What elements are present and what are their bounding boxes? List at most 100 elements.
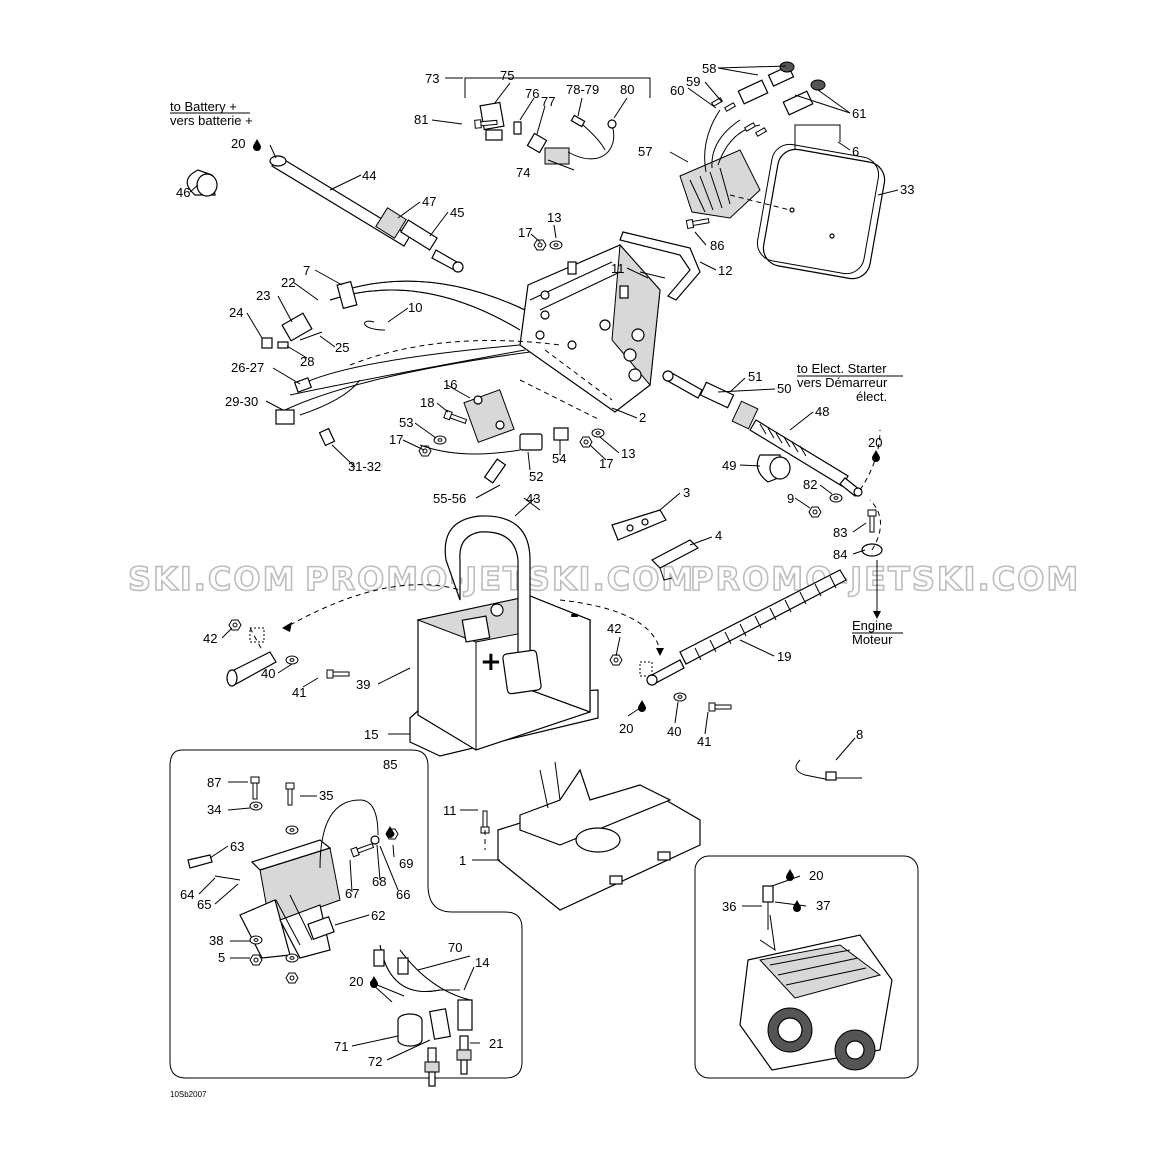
wiring-harness	[261, 280, 561, 447]
engine-inset-frame	[694, 855, 919, 1079]
spark-plug-wires	[373, 944, 473, 1040]
part-label: 11	[443, 803, 457, 818]
oil-drop-icon	[872, 450, 880, 462]
part-label: 86	[710, 238, 724, 253]
part-label: 82	[803, 477, 817, 492]
part-label: 84	[833, 547, 847, 562]
part-label: 50	[777, 381, 791, 396]
part-label: 26-27	[231, 360, 264, 375]
part-label: 17	[518, 225, 532, 240]
part-label: 23	[256, 288, 270, 303]
engine-ground-cable	[646, 499, 883, 686]
part-label: 71	[334, 1039, 348, 1054]
part-label: 35	[319, 788, 333, 803]
part-label: 55-56	[433, 491, 466, 506]
part-label: 7	[303, 263, 310, 278]
part-label: 22	[281, 275, 295, 290]
watermark-text: PROMO-JETSKI.COM	[305, 560, 695, 598]
to-battery-en: to Battery +	[170, 99, 237, 114]
part-label: 57	[638, 144, 652, 159]
part-label: 38	[209, 933, 223, 948]
part-label: 24	[229, 305, 243, 320]
boot-49	[756, 454, 791, 483]
to-starter-en: to Elect. Starter	[797, 361, 887, 376]
watermark-fragment: SKI.COM	[128, 560, 296, 598]
part-label: 20	[619, 721, 633, 736]
part-label: 85	[383, 757, 397, 772]
to-starter-fr: vers Démarreur	[797, 375, 888, 390]
part-label: 14	[475, 955, 489, 970]
part-label: 46	[176, 185, 190, 200]
engine-block	[739, 885, 893, 1071]
positive-battery-cable	[269, 155, 464, 273]
part-label: 17	[389, 432, 403, 447]
part-number-labels: 73 75 76 77 78-79 80 81 74 58 59 60 61 6…	[176, 61, 914, 1069]
part-label: 52	[529, 469, 543, 484]
part-label: 16	[443, 377, 457, 392]
part-label: 41	[292, 685, 306, 700]
part-label: 76	[525, 86, 539, 101]
starter-cable	[662, 370, 863, 497]
part-label: 51	[748, 369, 762, 384]
engine-en: Engine	[852, 618, 892, 633]
group-bracket-73	[464, 77, 651, 98]
part-label: 44	[362, 168, 376, 183]
battery: + -	[409, 515, 599, 757]
ignition-inset-frame	[169, 749, 523, 1079]
part-label: 59	[686, 74, 700, 89]
part-label: 75	[500, 68, 514, 83]
watermark: SKI.COM PROMO-JETSKI.COM PROMO-JETSKI.CO…	[127, 559, 1079, 599]
plug-cap-71	[397, 1013, 423, 1047]
part-label: 74	[516, 165, 530, 180]
battery-base	[497, 761, 701, 911]
part-label: 21	[489, 1036, 503, 1051]
part-label: 9	[787, 491, 794, 506]
part-label: 58	[702, 61, 716, 76]
clip-4	[650, 539, 700, 581]
voltage-regulator	[679, 61, 841, 219]
part-label: 28	[300, 354, 314, 369]
bracket-12	[619, 216, 710, 301]
part-label: 43	[526, 491, 540, 506]
part-label: 54	[552, 451, 566, 466]
part-label: 42	[203, 631, 217, 646]
part-label: 15	[364, 727, 378, 742]
part-label: 42	[607, 621, 621, 636]
engine-fr: Moteur	[852, 632, 893, 647]
part-label: 40	[261, 666, 275, 681]
holder-3	[611, 509, 667, 541]
part-label: 25	[335, 340, 349, 355]
top-connector-group	[474, 101, 617, 165]
oil-drop-icon	[638, 700, 646, 712]
part-label: 31-32	[348, 459, 381, 474]
battery-negative-sign: -	[570, 603, 579, 628]
part-label: 4	[715, 528, 722, 543]
part-label: 73	[425, 71, 439, 86]
callout-engine: Engine Moteur	[852, 560, 903, 647]
part-label: 65	[197, 897, 211, 912]
part-label: 37	[816, 898, 830, 913]
spark-plugs	[424, 1035, 472, 1087]
tie-strap-8	[795, 759, 862, 781]
part-label: 13	[621, 446, 635, 461]
part-label: 80	[620, 82, 634, 97]
part-label: 39	[356, 677, 370, 692]
part-label: 53	[399, 415, 413, 430]
solenoid	[418, 379, 605, 484]
part-label: 69	[399, 856, 413, 871]
part-label: 20	[809, 868, 823, 883]
part-label: 45	[450, 205, 464, 220]
part-label: 34	[207, 802, 221, 817]
part-label: 17	[599, 456, 613, 471]
part-label: 66	[396, 887, 410, 902]
part-label: 29-30	[225, 394, 258, 409]
part-label: 77	[541, 94, 555, 109]
part-label: 13	[547, 210, 561, 225]
part-label: 8	[856, 727, 863, 742]
part-label: 87	[207, 775, 221, 790]
part-label: 72	[368, 1054, 382, 1069]
part-label: 2	[639, 410, 646, 425]
part-label: 36	[722, 899, 736, 914]
part-label: 20	[349, 974, 363, 989]
part-label: 10	[408, 300, 422, 315]
